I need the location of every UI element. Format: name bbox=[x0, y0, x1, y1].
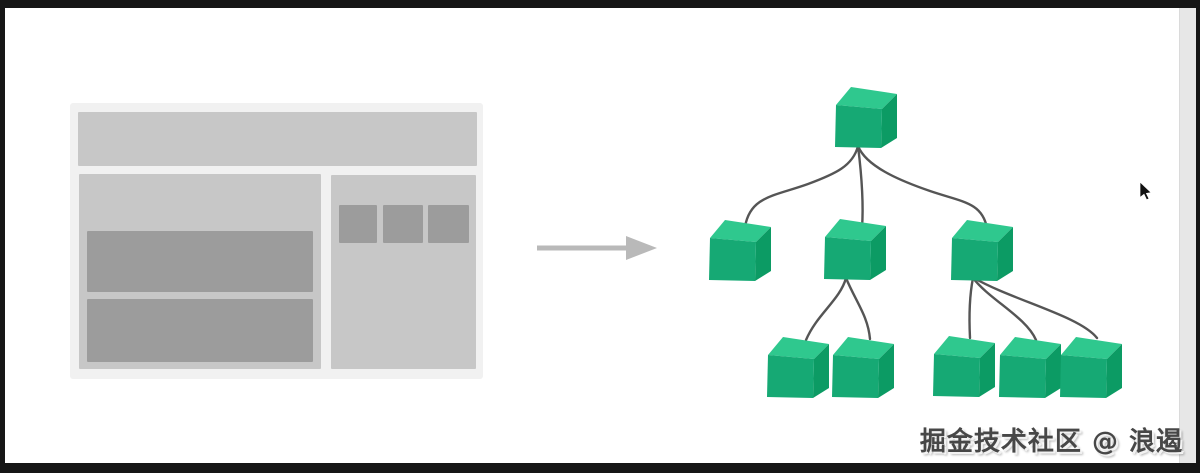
cube-right-face bbox=[1106, 344, 1122, 398]
tree-edge-child-3-leaf-4 bbox=[971, 276, 1038, 342]
scrollbar-track[interactable] bbox=[1179, 8, 1196, 463]
page-wireframe bbox=[70, 103, 483, 379]
tree-node-leaf-4 bbox=[999, 337, 1061, 398]
tree-node-leaf-2 bbox=[832, 337, 894, 398]
tree-edge-root-child-1 bbox=[743, 144, 860, 229]
cube-top-face bbox=[710, 220, 771, 242]
cube-right-face bbox=[870, 226, 886, 280]
cube-right-face bbox=[755, 227, 771, 281]
cube-top-face bbox=[1061, 337, 1122, 359]
wireframe-sidebar-tile-2 bbox=[383, 205, 423, 243]
cube-right-face bbox=[878, 344, 894, 398]
cube-front-face bbox=[951, 238, 998, 281]
tree-node-child-2 bbox=[824, 219, 886, 280]
cube-top-face bbox=[833, 337, 894, 359]
cube-front-face bbox=[835, 105, 882, 148]
wireframe-sidebar-tile-3 bbox=[428, 205, 469, 243]
cube-top-face bbox=[934, 336, 995, 358]
cube-front-face bbox=[824, 237, 871, 280]
cube-right-face bbox=[979, 343, 995, 397]
cube-front-face bbox=[767, 355, 814, 398]
cube-top-face bbox=[1000, 337, 1061, 359]
tree-node-leaf-5 bbox=[1060, 337, 1122, 398]
tree-edge-child-2-leaf-2 bbox=[844, 276, 872, 341]
tree-node-child-1 bbox=[709, 220, 771, 281]
cube-right-face bbox=[997, 227, 1013, 281]
cube-front-face bbox=[832, 355, 879, 398]
transform-arrow-icon bbox=[537, 236, 657, 260]
tree-node-child-3 bbox=[951, 220, 1013, 281]
cube-front-face bbox=[709, 238, 756, 281]
cube-top-face bbox=[825, 219, 886, 241]
tree-node-root bbox=[835, 87, 897, 148]
cube-top-face bbox=[768, 337, 829, 359]
video-frame-canvas: 掘金技术社区 @ 浪遏 bbox=[5, 8, 1196, 463]
arrow-head bbox=[626, 236, 657, 260]
tree-edge-root-child-3 bbox=[856, 144, 989, 230]
cube-front-face bbox=[999, 355, 1046, 398]
watermark-text: 掘金技术社区 @ 浪遏 bbox=[919, 427, 1183, 457]
tree-node-leaf-1 bbox=[767, 337, 829, 398]
cube-top-face bbox=[952, 220, 1013, 242]
cube-right-face bbox=[813, 344, 829, 398]
wireframe-header-bar bbox=[78, 112, 477, 166]
tree-node-leaf-3 bbox=[933, 336, 995, 397]
tree-edge-child-2-leaf-1 bbox=[804, 276, 848, 342]
wireframe-content-bar-1 bbox=[87, 231, 313, 292]
tree-edge-child-3-leaf-5 bbox=[972, 276, 1099, 340]
wireframe-sidebar-tile-1 bbox=[339, 205, 377, 243]
mouse-cursor-icon bbox=[1140, 182, 1152, 201]
tree-edge-root-child-2 bbox=[856, 144, 864, 230]
cube-right-face bbox=[1045, 344, 1061, 398]
cube-top-face bbox=[836, 87, 897, 109]
wireframe-content-bar-2 bbox=[87, 299, 313, 362]
tree-edge-child-3-leaf-3 bbox=[968, 276, 975, 340]
cube-right-face bbox=[881, 94, 897, 148]
dom-tree-svg bbox=[709, 87, 1122, 398]
cube-front-face bbox=[1060, 355, 1107, 398]
cube-front-face bbox=[933, 354, 980, 397]
